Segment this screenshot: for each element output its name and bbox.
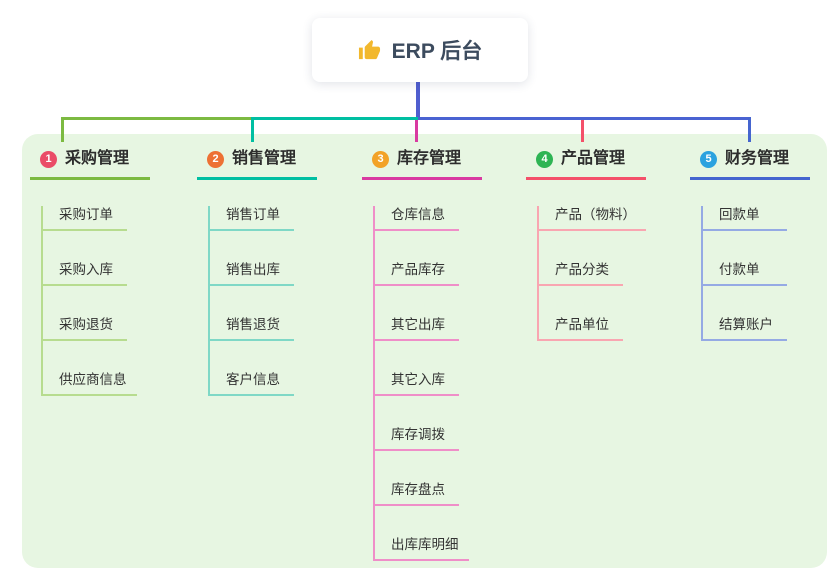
- root-title: ERP 后台: [391, 40, 483, 63]
- branch-drop-line-2: [251, 117, 254, 142]
- root-node[interactable]: ERP 后台: [312, 18, 528, 82]
- root-connector-line: [416, 82, 420, 118]
- branch-drop-line-5: [748, 117, 751, 142]
- branch-3-label: 库存管理: [397, 150, 462, 167]
- branch-children: 仓库信息产品库存其它出库其它入库库存调拨库存盘点出库库明细: [373, 206, 469, 561]
- child-node[interactable]: 付款单: [703, 261, 787, 286]
- child-node[interactable]: 结算账户: [703, 316, 787, 341]
- child-node[interactable]: 其它出库: [375, 316, 459, 341]
- child-node[interactable]: 客户信息: [210, 371, 294, 396]
- priority-2-badge: 2: [207, 150, 224, 168]
- child-node[interactable]: 采购退货: [43, 316, 127, 341]
- branch-3: 3 库存管理 仓库信息产品库存其它出库其它入库库存调拨库存盘点出库库明细: [362, 148, 482, 561]
- child-node[interactable]: 采购订单: [43, 206, 127, 231]
- priority-5-badge: 5: [700, 150, 717, 168]
- connector-segment-teal: [251, 117, 418, 120]
- branch-5: 5 财务管理 回款单付款单结算账户: [690, 148, 810, 341]
- branch-1-heading[interactable]: 1 采购管理: [30, 148, 150, 180]
- branch-5-label: 财务管理: [725, 150, 790, 167]
- child-node[interactable]: 销售订单: [210, 206, 294, 231]
- branch-children: 回款单付款单结算账户: [701, 206, 787, 341]
- child-node[interactable]: 销售出库: [210, 261, 294, 286]
- child-node[interactable]: 产品（物料）: [539, 206, 646, 231]
- branch-children: 产品（物料） 产品分类产品单位: [537, 206, 646, 341]
- branch-1: 1 采购管理 采购订单采购入库采购退货供应商信息: [30, 148, 150, 396]
- child-node[interactable]: 产品库存: [375, 261, 459, 286]
- child-node[interactable]: 产品单位: [539, 316, 623, 341]
- child-node[interactable]: 库存调拨: [375, 426, 459, 451]
- child-node[interactable]: 出库库明细: [375, 536, 469, 561]
- child-node[interactable]: 销售退货: [210, 316, 294, 341]
- branch-5-heading[interactable]: 5 财务管理: [690, 148, 810, 180]
- child-node[interactable]: 回款单: [703, 206, 787, 231]
- branch-4-label: 产品管理: [561, 150, 626, 167]
- priority-1-badge: 1: [40, 150, 57, 168]
- connector-segment-blue: [418, 117, 751, 120]
- branch-2: 2 销售管理 销售订单销售出库销售退货客户信息: [197, 148, 317, 396]
- thumbs-up-icon: [358, 39, 381, 62]
- connector-segment-green: [61, 117, 251, 120]
- branch-drop-line-4: [581, 120, 584, 142]
- priority-3-badge: 3: [372, 150, 389, 168]
- branch-4-heading[interactable]: 4 产品管理: [526, 148, 646, 180]
- branch-children: 采购订单采购入库采购退货供应商信息: [41, 206, 137, 396]
- branch-2-label: 销售管理: [232, 150, 297, 167]
- branch-drop-line-3: [415, 120, 418, 142]
- child-node[interactable]: 库存盘点: [375, 481, 459, 506]
- branch-1-label: 采购管理: [65, 150, 130, 167]
- child-node[interactable]: 采购入库: [43, 261, 127, 286]
- branch-children: 销售订单销售出库销售退货客户信息: [208, 206, 294, 396]
- priority-4-badge: 4: [536, 150, 553, 168]
- branch-4: 4 产品管理 产品（物料） 产品分类产品单位: [526, 148, 646, 341]
- child-node[interactable]: 供应商信息: [43, 371, 137, 396]
- branch-2-heading[interactable]: 2 销售管理: [197, 148, 317, 180]
- branch-drop-line-1: [61, 117, 64, 142]
- child-node[interactable]: 产品分类: [539, 261, 623, 286]
- branches-panel: [22, 134, 827, 568]
- branch-3-heading[interactable]: 3 库存管理: [362, 148, 482, 180]
- child-node[interactable]: 其它入库: [375, 371, 459, 396]
- child-node[interactable]: 仓库信息: [375, 206, 459, 231]
